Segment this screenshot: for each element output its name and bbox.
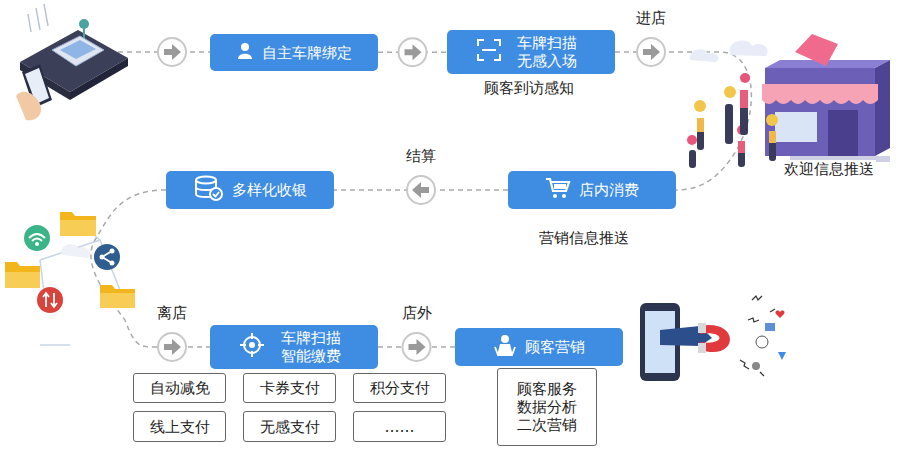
box-icon bbox=[194, 175, 224, 205]
option-box: 线上支付 bbox=[133, 411, 226, 442]
flow-connector bbox=[615, 38, 751, 190]
network-illustration bbox=[5, 212, 135, 345]
process-box: 顾客营销 bbox=[455, 328, 623, 366]
box-text: …… bbox=[385, 418, 415, 436]
edge-label: 结算 bbox=[404, 147, 438, 166]
option-box: 顾客服务 数据分析 二次营销 bbox=[497, 368, 597, 446]
box-text: 多样化收银 bbox=[232, 181, 307, 199]
process-box: 多样化收银 bbox=[166, 171, 334, 209]
box-text: 车牌扫描 无感入场 bbox=[509, 34, 585, 70]
edge-label: 进店 bbox=[634, 9, 668, 28]
car-illustration bbox=[16, 4, 128, 120]
box-icon bbox=[493, 333, 517, 361]
box-text: 无感支付 bbox=[260, 418, 320, 436]
flow-connector bbox=[334, 176, 508, 204]
process-box: 自主车牌绑定 bbox=[210, 34, 378, 71]
arrow-circle bbox=[158, 38, 186, 66]
note-label: 顾客到访感知 bbox=[482, 79, 576, 98]
flow-connector bbox=[378, 333, 455, 361]
box-text: 自动减免 bbox=[150, 379, 210, 397]
flow-connector bbox=[91, 190, 210, 361]
option-box: 自动减免 bbox=[133, 373, 226, 403]
edge-label: 离店 bbox=[155, 304, 189, 323]
box-text: 线上支付 bbox=[150, 418, 210, 436]
option-box: 无感支付 bbox=[243, 411, 336, 442]
box-text: 顾客服务 数据分析 二次营销 bbox=[512, 380, 582, 434]
option-box: 积分支付 bbox=[353, 373, 446, 403]
process-box: 车牌扫描 无感入场 bbox=[447, 30, 615, 74]
box-text: 车牌扫描 智能缴费 bbox=[273, 329, 349, 365]
process-box: 店内消费 bbox=[508, 171, 676, 209]
option-box: 卡券支付 bbox=[243, 373, 336, 403]
box-icon bbox=[545, 177, 571, 203]
box-icon bbox=[236, 42, 254, 64]
store-illustration bbox=[687, 34, 890, 168]
box-text: 顾客营销 bbox=[525, 338, 585, 356]
box-text: 积分支付 bbox=[370, 379, 430, 397]
note-label: 欢迎信息推送 bbox=[782, 160, 876, 179]
box-icon bbox=[477, 39, 501, 65]
box-text: 卡券支付 bbox=[260, 379, 320, 397]
box-text: 自主车牌绑定 bbox=[262, 44, 352, 62]
magnet-phone-illustration bbox=[640, 296, 786, 381]
edge-label: 店外 bbox=[400, 304, 434, 323]
note-label: 营销信息推送 bbox=[537, 229, 631, 248]
box-icon bbox=[239, 332, 265, 362]
flow-connector bbox=[378, 38, 447, 66]
box-text: 店内消费 bbox=[579, 181, 639, 199]
process-box: 车牌扫描 智能缴费 bbox=[210, 325, 378, 369]
option-box: …… bbox=[353, 411, 446, 442]
